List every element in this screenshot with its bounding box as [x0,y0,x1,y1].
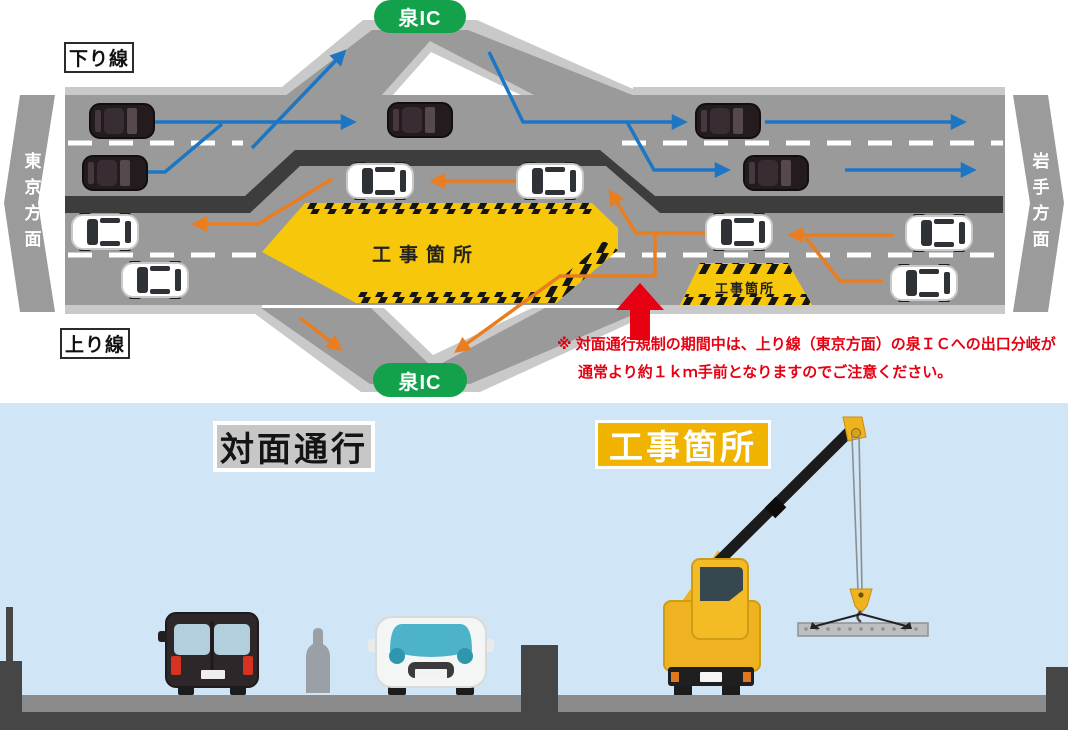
exit-point-arrow [616,283,664,340]
white-car [368,616,494,695]
work-zone-sign: 工事箇所 [595,420,771,469]
tokyo-direction-label: 東京方面 [21,151,41,256]
large-work-zone [262,203,618,303]
down-line-flow-arrows [100,49,977,179]
road-diagram-canvas [4,20,1064,392]
small-work-zone-label: 工事箇所 [714,281,775,296]
road-edge-strips [65,87,1005,314]
izumi-ic-badge-bottom: 泉IC [373,363,467,397]
illustration-canvas [0,403,1068,730]
crane-hook-and-beam [797,588,929,637]
regulation-note-line1: ※ 対面通行規制の期間中は、上り線（東京方面）の泉ＩＣへの出口分岐が [557,336,1056,353]
construction-illustration: 対面通行 工事箇所 [0,403,1068,730]
up-line-label: 上り線 [60,328,130,359]
median-barrier [65,150,1003,213]
ic-ramp-top [271,20,649,96]
iwate-direction-label: 岩手方面 [1029,151,1049,256]
crane-truck [663,558,761,697]
regulation-note-line2: 通常より約１ｋｍ手前となりますのでご注意ください。 [578,364,953,381]
small-work-zone [680,263,812,305]
black-van [158,612,259,695]
izumi-ic-badge-top: 泉IC [374,0,466,33]
iwate-direction-arrow [1013,95,1064,312]
tokyo-direction-arrow [4,95,55,312]
large-work-zone-label: 工事箇所 [371,245,480,266]
right-barrier-wall [1046,667,1068,730]
down-line-label: 下り線 [64,42,134,73]
two-way-traffic-sign: 対面通行 [213,421,375,472]
left-barrier-wall [521,645,558,730]
delineator-post [306,628,330,693]
road-diagram: 下り線 上り線 泉IC 泉IC 東京方面 岩手方面 工事箇所 工事箇所 ※ 対面… [4,0,1064,397]
left-signpost [0,607,22,712]
